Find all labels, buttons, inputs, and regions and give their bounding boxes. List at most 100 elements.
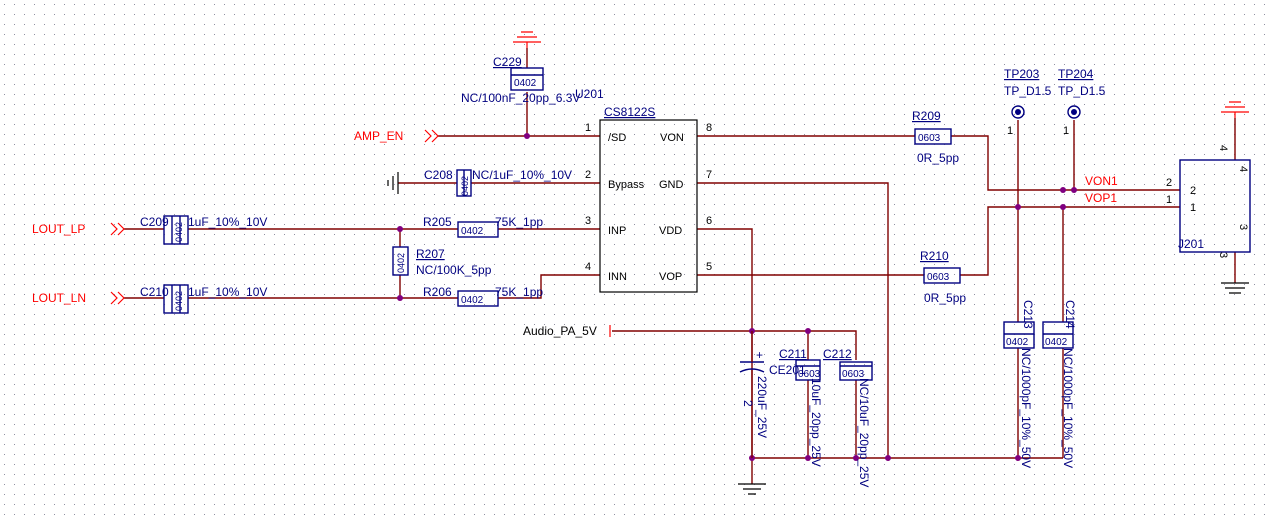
resistor-r209[interactable]: R209 0603 0R_5pp [912,109,959,165]
c212-pkg: 0603 [842,369,865,380]
pin-7-num: 7 [706,169,712,181]
c208-ref: C208 [424,168,453,182]
connector-j201[interactable]: J201 2 2 1 1 4 4 3 3 [1166,145,1251,258]
j201-ref: J201 [1178,237,1204,251]
net-von1[interactable]: VON1 [1085,174,1118,188]
r210-ref: R210 [920,249,949,263]
pin-8-name: VON [660,132,684,144]
resistor-r205[interactable]: R205 0402 75K_1pp [423,215,543,238]
c211-pkg: 0603 [798,369,821,380]
capacitor-c209[interactable]: C209 0402 1uF_10%_10V [140,215,267,245]
c213-ref: C213 [1021,300,1035,329]
resistor-r206[interactable]: R206 0402 75K_1pp [423,285,543,307]
capacitor-c214[interactable]: C214 0402 NC/1000pF_10%_50V [1042,300,1077,468]
wires [124,48,1236,484]
r205-pkg: 0402 [461,226,484,237]
capacitor-c212[interactable]: C212 0603 NC/10uF_20pp_25V [823,347,873,487]
c212-ref: C212 [823,347,852,361]
r207-pkg: 0402 [396,253,406,273]
r206-ref: R206 [423,285,452,299]
net-lout-ln[interactable]: LOUT_LN [32,291,86,305]
r209-value: 0R_5pp [917,151,959,165]
tp203-ref: TP203 [1004,67,1040,81]
net-audio-pa-5v[interactable]: Audio_PA_5V [523,324,597,338]
pin-5-name: VOP [659,271,682,283]
pin-2-name: Bypass [608,179,645,191]
ce201-pin: 2 [741,400,755,407]
c210-ref: C210 [140,285,169,299]
r205-ref: R205 [423,215,452,229]
resistor-r210[interactable]: R210 0603 0R_5pp [920,249,966,305]
c210-pkg: 0402 [174,291,184,311]
pin-6-name: VDD [659,225,682,237]
r205-value: 75K_1pp [495,215,543,229]
r207-value: NC/100K_5pp [416,263,492,277]
r210-pkg: 0603 [927,272,950,283]
capacitor-c210[interactable]: C210 0402 1uF_10%_10V [140,284,267,314]
tp204-pin: 1 [1063,125,1069,137]
net-amp-en[interactable]: AMP_EN [354,129,403,143]
j201-pin2-inner: 2 [1190,185,1196,197]
r209-ref: R209 [912,109,941,123]
j201-pin3-outer: 3 [1217,252,1229,258]
pin-1-name: /SD [608,132,626,144]
c214-pkg: 0402 [1045,337,1068,348]
c211-value: 10uF_20pp_25V [809,378,823,467]
c209-value: 1uF_10%_10V [188,215,267,229]
tp204-ref: TP204 [1058,67,1094,81]
ic-u201[interactable]: U201 CS8122S 1 /SD 2 Bypass 3 INP 4 INN … [575,87,712,293]
pin-4-num: 4 [585,261,591,273]
j201-pin4-inner: 4 [1237,166,1249,172]
c213-value: NC/1000pF_10%_50V [1019,348,1033,468]
tp203-value: TP_D1.5 [1004,84,1052,98]
r207-ref: R207 [416,247,445,261]
c214-value: NC/1000pF_10%_50V [1061,348,1075,468]
pin-5-num: 5 [706,261,712,273]
pin-6-num: 6 [706,215,712,227]
c229-pkg: 0402 [514,78,537,89]
ce201-plus: + [756,348,763,362]
pin-2-num: 2 [585,169,591,181]
ic-part: CS8122S [604,105,655,119]
c209-pkg: 0402 [174,222,184,242]
net-labels: AMP_EN LOUT_LP LOUT_LN Audio_PA_5V VON1 … [32,129,1118,338]
c212-value: NC/10uF_20pp_25V [857,378,871,487]
c209-ref: C209 [140,215,169,229]
capacitor-c229[interactable]: C229 0402 NC/100nF_20pp_6.3V [461,55,580,105]
ic-ref: U201 [575,87,604,101]
junctions [397,133,1077,461]
pin-3-num: 3 [585,215,591,227]
testpoint-tp203[interactable]: TP203 TP_D1.5 1 [1004,67,1052,137]
c208-value: NC/1uF_10%_10V [472,168,572,182]
j201-pin3-inner: 3 [1237,224,1249,230]
net-vop1[interactable]: VOP1 [1085,191,1117,205]
j201-pin1-inner: 1 [1190,202,1196,214]
r210-value: 0R_5pp [924,291,966,305]
pin-3-name: INP [608,225,626,237]
tp203-pin: 1 [1007,125,1013,137]
j201-pin1-outer: 1 [1166,194,1172,206]
capacitor-c211[interactable]: C211 0603 10uF_20pp_25V [779,347,823,467]
c213-pkg: 0402 [1006,337,1029,348]
pin-4-name: INN [608,271,627,283]
c214-ref: C214 [1063,300,1077,329]
net-lout-lp[interactable]: LOUT_LP [32,222,85,236]
resistor-r207[interactable]: 0402 R207 NC/100K_5pp [392,246,492,277]
pin-8-num: 8 [706,122,712,134]
j201-pin4-outer: 4 [1217,145,1229,151]
ce201-value: 220uF_25V [755,376,769,438]
ground-icon [387,31,1249,495]
c208-pkg: 0402 [460,176,470,196]
testpoint-tp204[interactable]: TP204 TP_D1.5 1 [1058,67,1106,137]
r206-value: 75K_1pp [495,285,543,299]
c210-value: 1uF_10%_10V [188,285,267,299]
r209-pkg: 0603 [918,133,941,144]
pin-1-num: 1 [585,122,591,134]
capacitor-c213[interactable]: C213 0402 NC/1000pF_10%_50V [1003,300,1035,468]
c229-ref: C229 [493,55,522,69]
j201-pin2-outer: 2 [1166,177,1172,189]
capacitor-c208[interactable]: C208 0402 NC/1uF_10%_10V [424,168,572,197]
tp204-value: TP_D1.5 [1058,84,1106,98]
c229-value: NC/100nF_20pp_6.3V [461,91,580,105]
